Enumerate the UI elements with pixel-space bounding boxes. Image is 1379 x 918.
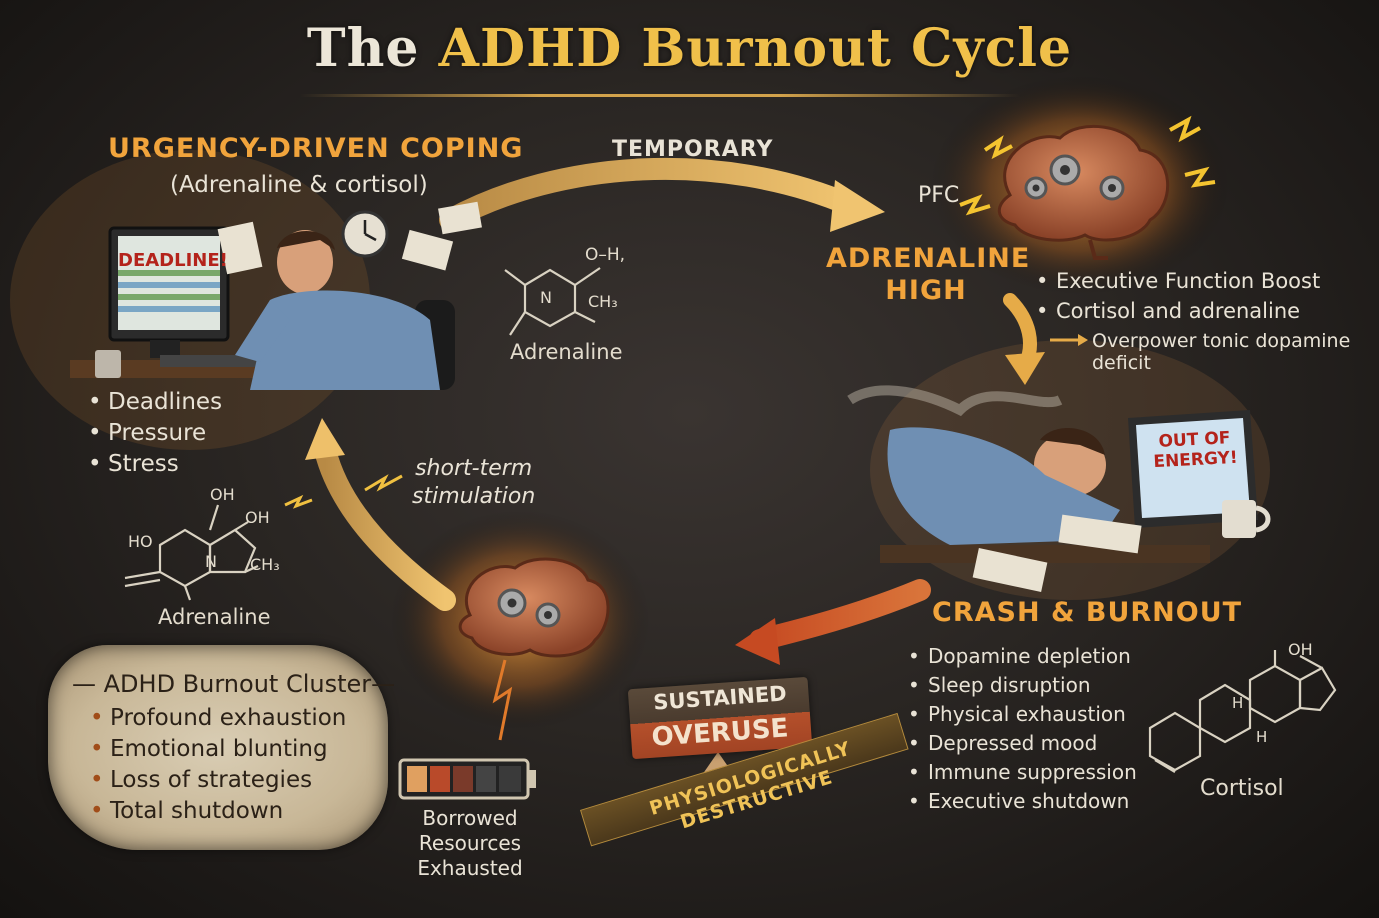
pfc-label: PFC	[918, 183, 960, 208]
urgency-scene	[70, 201, 482, 390]
page-title: The ADHD Burnout Cycle	[0, 18, 1379, 79]
out-of-energy-screen: OUT OF ENERGY!	[1139, 427, 1251, 473]
urgency-bullet-list: Deadlines Pressure Stress	[88, 387, 222, 480]
arrow-high-down-head	[1005, 352, 1045, 385]
urgency-subheading: (Adrenaline & cortisol)	[170, 172, 428, 198]
battery-label: Borrowed Resources Exhausted	[380, 806, 560, 881]
crash-bullet-list: Dopamine depletion Sleep disruption Phys…	[908, 642, 1137, 816]
battery-label-line2: Exhausted	[417, 856, 523, 880]
arrow-temporary-head	[830, 180, 885, 232]
paper-3	[438, 201, 482, 235]
urgency-heading: URGENCY-DRIVEN COPING	[108, 133, 524, 164]
cluster-title: — ADHD Burnout Cluster—	[72, 670, 396, 698]
battery-icon	[398, 758, 536, 800]
cluster-bullet: Emotional blunting	[90, 734, 346, 765]
adrenaline-high-heading: ADRENALINE HIGH	[826, 243, 1031, 307]
arrow-crash	[749, 579, 931, 651]
adr-top-n: N	[540, 288, 552, 307]
adrenaline-high-line1: ADRENALINE	[826, 243, 1031, 274]
high-bullet-list: Executive Function Boost Cortisol and ad…	[1036, 266, 1320, 326]
battery-label-line1: Borrowed Resources	[418, 806, 522, 855]
cortisol-h2: H	[1256, 728, 1268, 746]
lightning-stimulation-2	[284, 494, 313, 509]
coffee-cup	[95, 350, 121, 378]
urgency-bullet: Deadlines	[88, 387, 222, 418]
arrow-crash-head	[735, 618, 780, 665]
crash-bullet: Physical exhaustion	[908, 700, 1137, 729]
adr-left-ho: HO	[128, 532, 153, 551]
paper-2	[401, 229, 454, 271]
adrenaline-label-left: Adrenaline	[158, 605, 271, 629]
adrenaline-molecule-left	[124, 504, 259, 601]
crash-bullet: Sleep disruption	[908, 671, 1137, 700]
brain-pfc-icon	[959, 115, 1216, 260]
cluster-bullet-list: Profound exhaustion Emotional blunting L…	[90, 703, 346, 827]
overpower-line2: deficit	[1092, 352, 1151, 374]
deadline-screen-text: DEADLINE!	[118, 250, 228, 271]
cluster-bullet: Loss of strategies	[90, 765, 346, 796]
adrenaline-label-top: Adrenaline	[510, 340, 623, 364]
crash-bullet: Executive shutdown	[908, 787, 1137, 816]
adr-left-oh1: OH	[210, 485, 235, 504]
keyboard	[160, 355, 270, 367]
cluster-bullet: Profound exhaustion	[90, 703, 346, 734]
cluster-bullet: Total shutdown	[90, 796, 346, 827]
cortisol-molecule	[1148, 650, 1337, 773]
arrow-temporary	[439, 157, 861, 231]
paper-1	[217, 221, 263, 275]
adr-left-ch3: CH₃	[250, 555, 280, 574]
person-head	[277, 230, 333, 294]
brain-bottom-icon	[458, 557, 610, 741]
cortisol-label: Cortisol	[1200, 776, 1284, 801]
adr-top-ch3: CH₃	[588, 292, 618, 311]
crash-bullet: Depressed mood	[908, 729, 1137, 758]
temporary-label: TEMPORARY	[612, 137, 774, 162]
crash-bullet: Immune suppression	[908, 758, 1137, 787]
cortisol-oh: OH	[1288, 640, 1313, 659]
arrow-overpower-head	[1078, 334, 1088, 346]
title-main: ADHD Burnout Cycle	[438, 18, 1073, 79]
adrenaline-high-line2: HIGH	[885, 275, 967, 306]
adr-left-n: N	[205, 552, 217, 571]
overpower-text: Overpower tonic dopamine deficit	[1092, 330, 1350, 374]
high-bullet: Cortisol and adrenaline	[1036, 296, 1320, 326]
adrenaline-molecule-top	[504, 267, 601, 336]
crash-bullet: Dopamine depletion	[908, 642, 1137, 671]
coffee-mug-right	[1222, 500, 1256, 538]
high-bullet: Executive Function Boost	[1036, 266, 1320, 296]
title-prefix: The	[306, 18, 420, 79]
stimulation-label: short-term stimulation	[412, 456, 536, 509]
cortisol-h1: H	[1232, 694, 1244, 712]
arrow-stimulation-head	[305, 418, 345, 460]
crash-person-shirt	[887, 427, 1120, 545]
crash-heading: CRASH & BURNOUT	[932, 597, 1243, 628]
adr-top-oh: O–H,	[585, 245, 626, 265]
overpower-line1: Overpower tonic dopamine	[1092, 330, 1351, 352]
desk-right	[880, 545, 1210, 563]
arrow-stimulation	[314, 439, 456, 611]
title-underline	[300, 94, 1020, 97]
adr-left-oh2: OH	[245, 508, 270, 527]
urgency-bullet: Stress	[88, 449, 222, 480]
urgency-bullet: Pressure	[88, 418, 222, 449]
lightning-stimulation	[364, 474, 403, 492]
person-shirt	[250, 290, 440, 390]
crash-scene	[847, 385, 1271, 592]
